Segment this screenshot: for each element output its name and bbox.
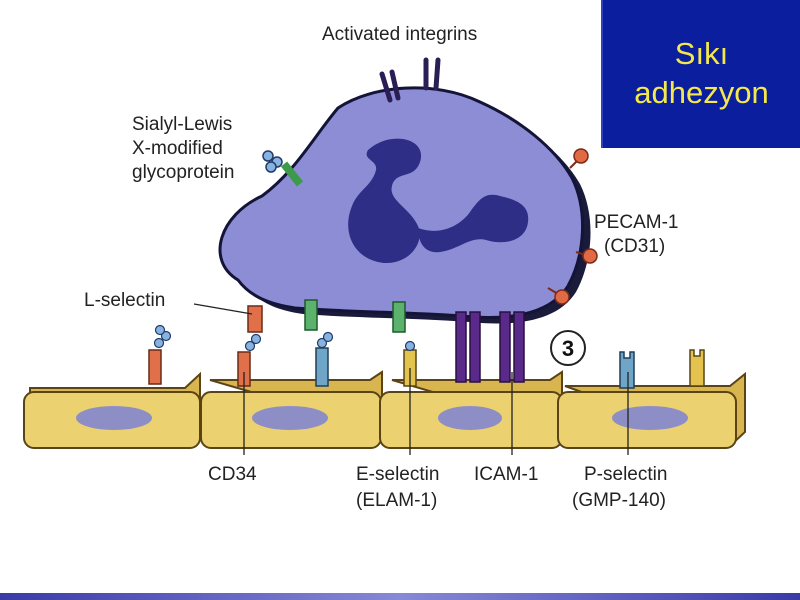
endothelial-nucleus: [612, 406, 688, 430]
label-activated-integrins: Activated integrins: [322, 24, 478, 45]
leader-lines: [193, 303, 629, 455]
label-cd31: (CD31): [604, 236, 666, 257]
nucleus: [348, 138, 529, 264]
endothelial-receptors: [148, 324, 705, 389]
endothelial-nucleus: [438, 406, 502, 430]
label-gmp-140: (GMP-140): [572, 490, 666, 511]
endothelial-nucleus: [76, 406, 152, 430]
leukocyte: [218, 86, 591, 324]
endothelium: [23, 370, 746, 449]
leukocyte-receptors: [247, 299, 525, 383]
label-pecam-1: PECAM-1: [594, 212, 679, 233]
activated-integrin-receptors: [379, 57, 441, 103]
label-l-selectin: L-selectin: [84, 290, 166, 311]
label-icam-1: ICAM-1: [474, 464, 539, 485]
sialyl-lewis-glycoprotein: [262, 150, 304, 187]
slide-title-line-1: Sıkı: [674, 36, 729, 72]
label-elam-1: (ELAM-1): [356, 490, 438, 511]
label-p-selectin: P-selectin: [584, 464, 668, 485]
endothelial-cell: [379, 370, 563, 449]
label-sialyl-lewis-line-2: X-modified: [132, 138, 223, 159]
pecam-1-receptors: [547, 148, 598, 305]
label-sialyl-lewis-line-1: Sialyl-Lewis: [132, 114, 233, 135]
label-cd34: CD34: [208, 464, 257, 485]
step-number: 3: [562, 336, 574, 361]
endothelial-cell: [200, 370, 383, 449]
slide-bottom-bar: [0, 593, 800, 600]
endothelial-nucleus: [252, 406, 328, 430]
label-e-selectin: E-selectin: [356, 464, 440, 485]
endothelial-cell: [557, 371, 746, 449]
step-marker: 3: [550, 330, 586, 366]
endothelial-cell: [23, 371, 201, 449]
slide-title-line-2: adhezyon: [634, 75, 769, 110]
slide-title-box: Sıkı adhezyon: [601, 0, 800, 148]
label-sialyl-lewis-line-3: glycoprotein: [132, 162, 235, 183]
